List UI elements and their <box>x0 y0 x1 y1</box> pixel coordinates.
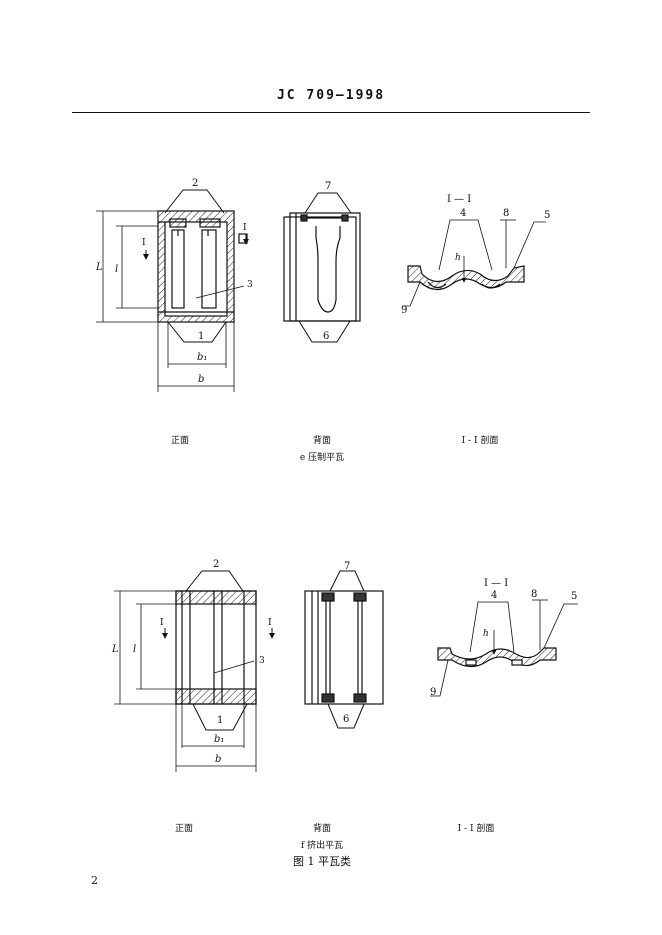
callout-3-e: 3 <box>247 280 253 290</box>
callout-6-e: 6 <box>323 331 329 342</box>
figure-e-caption: e 压制平瓦 <box>299 453 345 463</box>
callout-2-leader-f <box>185 570 244 592</box>
figure-caption: 图 1 平瓦类 <box>293 855 351 868</box>
callout-2-leader-e <box>164 189 225 214</box>
callout-1-leader-e <box>167 321 227 343</box>
figure-e-section-view <box>407 265 525 291</box>
front-view-label-e: 正面 <box>170 436 189 446</box>
page-number: 2 <box>91 874 98 887</box>
back-view-label-f: 背面 <box>312 824 331 834</box>
callout-4-f: 4 <box>491 590 497 601</box>
dim-l-f: l <box>133 644 136 655</box>
section-leaders-e <box>402 219 546 307</box>
dimension-lines-f <box>114 590 257 772</box>
callout-2-e: 2 <box>192 178 198 189</box>
figure-f-back-view <box>304 590 384 705</box>
dim-h-e: h <box>455 253 461 263</box>
dim-b-e: b <box>198 374 204 385</box>
standard-header: JC 709—1998 <box>276 88 386 103</box>
section-leaders-f <box>430 599 578 697</box>
section-title-e: I — I <box>447 194 471 205</box>
section-mark-right-f: I <box>268 618 272 628</box>
callout-9-f: 9 <box>430 687 436 698</box>
section-title-f: I — I <box>484 578 508 589</box>
figure-f-section-view <box>437 647 557 668</box>
callout-7-leader-f <box>329 570 365 592</box>
callout-1-e: 1 <box>198 331 204 342</box>
section-mark-left-f: I <box>160 618 164 628</box>
figure-e-back-view <box>283 212 361 322</box>
callout-7-f: 7 <box>344 561 350 572</box>
callout-7-e: 7 <box>325 181 331 192</box>
callout-8-f: 8 <box>531 589 537 600</box>
callout-1-leader-f <box>192 703 248 731</box>
callout-7-leader-e <box>304 192 352 214</box>
callout-5-f: 5 <box>571 591 577 602</box>
front-view-label-f: 正面 <box>174 824 193 834</box>
dimension-lines-e <box>96 210 235 392</box>
dim-l-e: l <box>115 264 118 275</box>
callout-1-f: 1 <box>217 715 223 726</box>
callout-2-f: 2 <box>213 559 219 570</box>
callout-8-e: 8 <box>503 208 509 219</box>
figure-e-front-view <box>157 210 248 323</box>
dim-L-e: L <box>95 262 103 273</box>
callout-5-e: 5 <box>544 210 550 221</box>
figure-f-front-view <box>175 590 257 705</box>
figure-f-caption: f 挤出平瓦 <box>300 841 344 851</box>
callout-6-leader-f <box>327 703 365 729</box>
dim-L-f: L <box>111 644 119 655</box>
callout-6-leader-e <box>298 320 351 343</box>
dim-b1-f: b₁ <box>214 734 224 745</box>
dim-b1-e: b₁ <box>197 352 207 363</box>
section-view-label-e: I - I 剖面 <box>461 436 499 446</box>
callout-3-f: 3 <box>259 656 265 666</box>
section-mark-left-e: I <box>142 238 146 248</box>
dim-b-f: b <box>215 754 221 765</box>
section-mark-right-e: I <box>243 223 247 233</box>
callout-4-e: 4 <box>460 208 466 219</box>
callout-6-f: 6 <box>343 714 349 725</box>
callout-9-e: 9 <box>401 305 407 316</box>
dim-h-f: h <box>483 629 489 639</box>
section-view-label-f: I - I 剖面 <box>457 824 495 834</box>
header-rule <box>72 112 590 113</box>
back-view-label-e: 背面 <box>312 436 331 446</box>
